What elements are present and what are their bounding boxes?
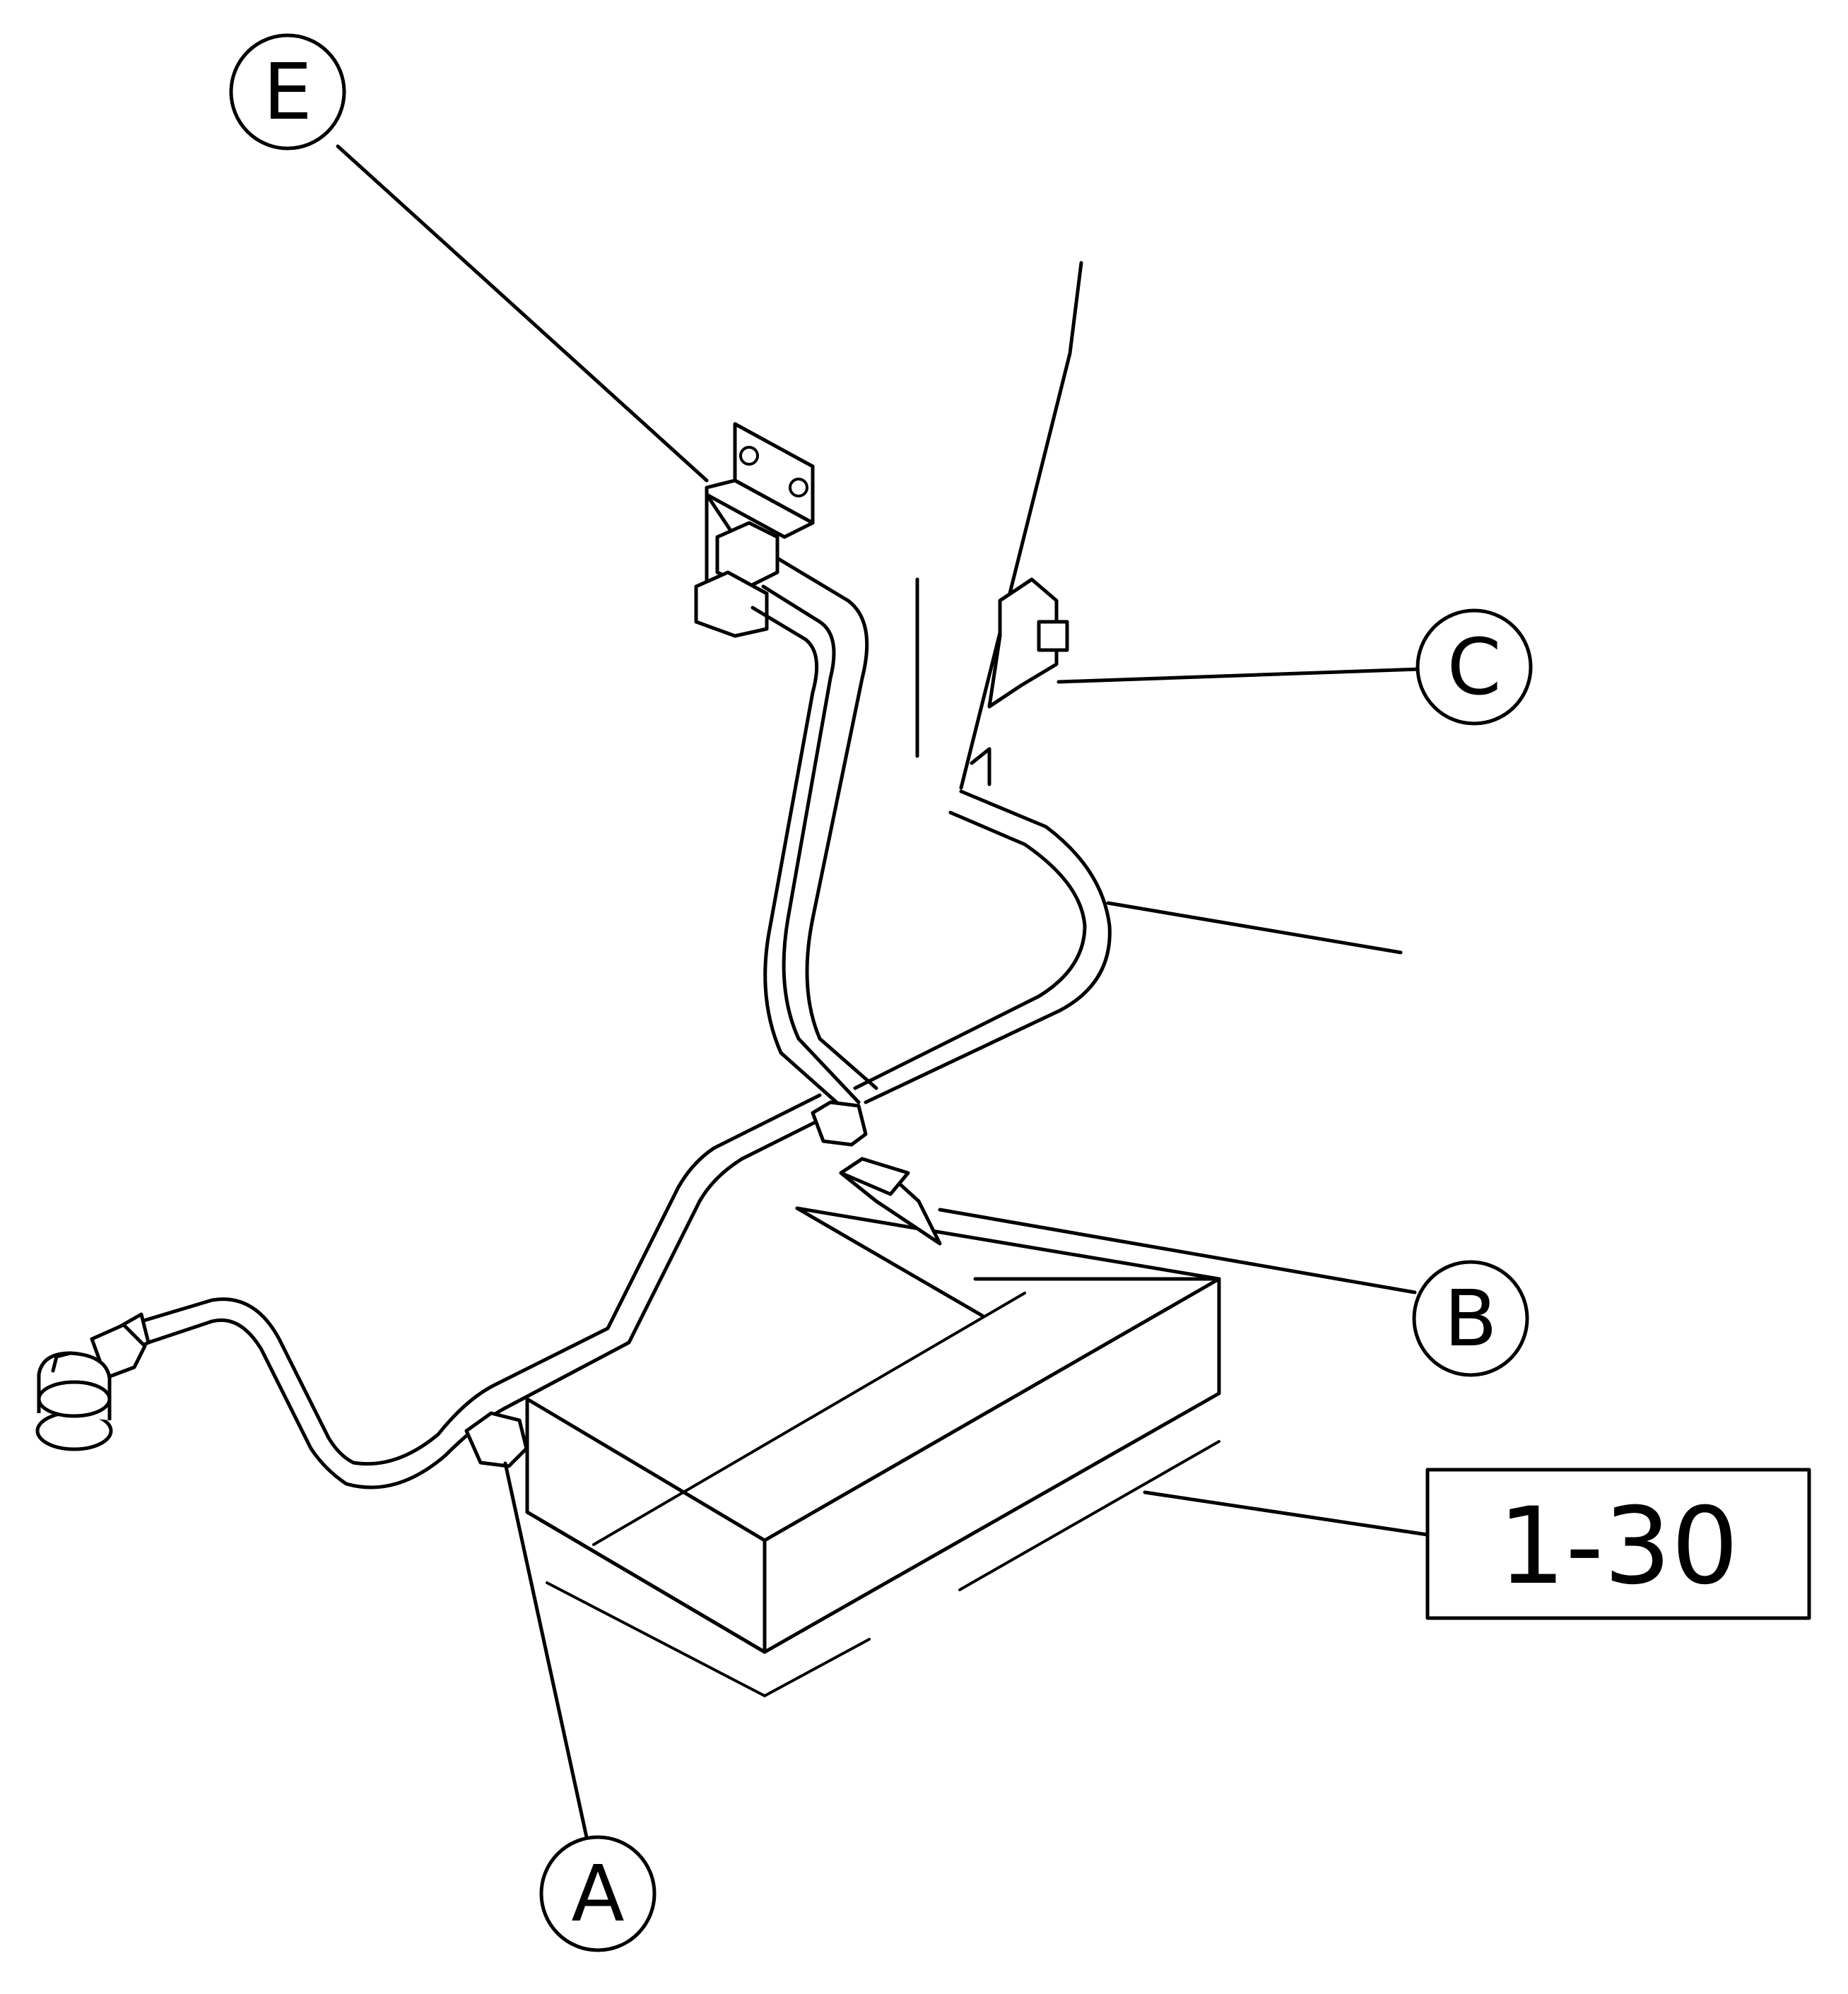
callout-a: A (539, 1835, 657, 1952)
component-e (694, 422, 815, 638)
callout-e-label: E (263, 47, 312, 137)
callout-b-label: B (1444, 1273, 1497, 1364)
leader-a (503, 1461, 589, 1839)
battery-terminal (35, 1312, 151, 1451)
reference-label: 1-30 (1498, 1485, 1738, 1608)
leader-lines (336, 144, 1430, 1839)
clip-b (811, 1100, 942, 1246)
leader-e (336, 144, 709, 483)
callout-c: C (1416, 608, 1533, 726)
frame-lines (915, 261, 1083, 790)
clip-a (464, 1411, 529, 1468)
reference-box: 1-30 (1425, 1468, 1811, 1620)
leader-b (938, 1208, 1417, 1294)
callout-b: B (1412, 1260, 1529, 1377)
component-c (970, 577, 1069, 786)
callout-a-label: A (571, 1848, 624, 1939)
harness-cables (139, 556, 1112, 1489)
leader-c (1057, 667, 1421, 684)
battery (525, 1206, 1221, 1697)
callout-e: E (229, 33, 346, 151)
callout-c-label: C (1447, 622, 1502, 712)
leader-cable (1106, 901, 1403, 955)
leader-ref (1143, 1490, 1430, 1537)
